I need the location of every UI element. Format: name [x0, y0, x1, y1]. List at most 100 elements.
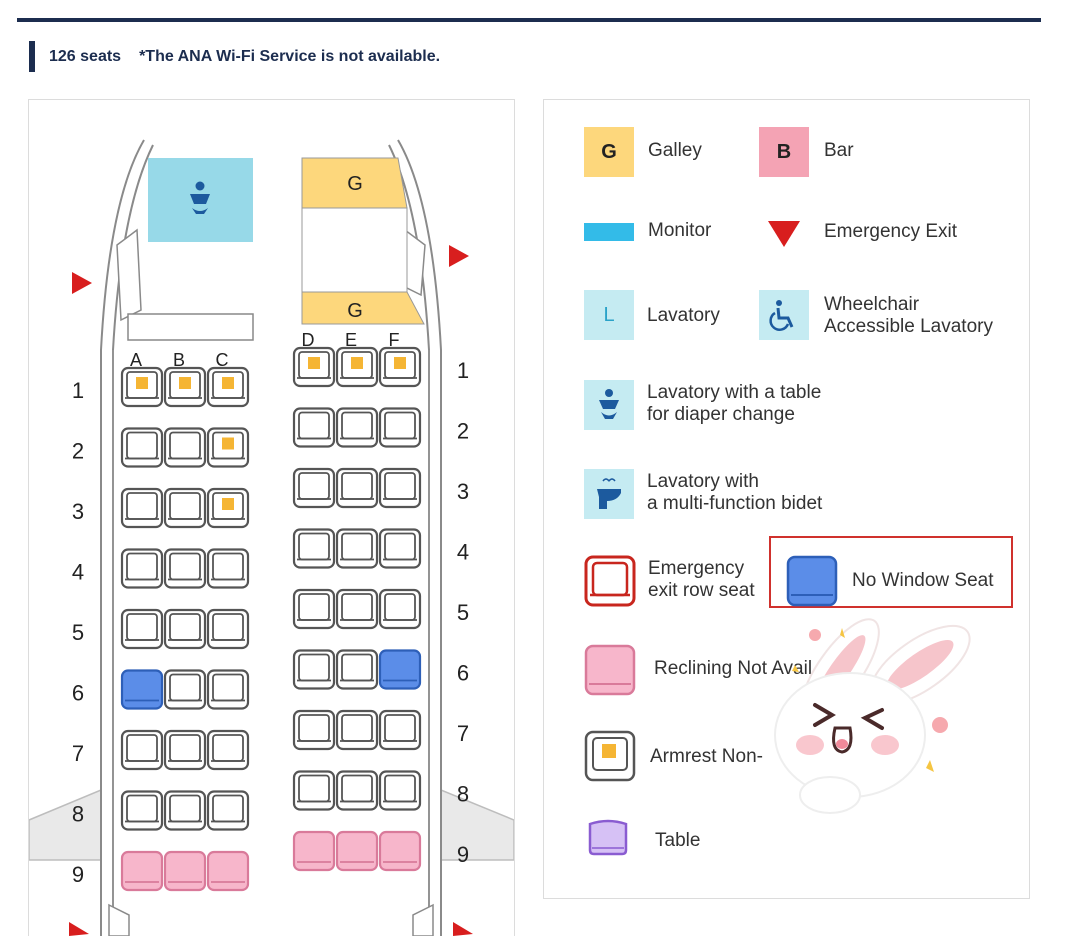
seat-5b[interactable] — [163, 608, 207, 650]
lavatory-swatch: L — [584, 290, 634, 340]
seat-2b[interactable] — [163, 427, 207, 468]
seat-6a[interactable] — [120, 669, 164, 710]
seat-5f[interactable] — [378, 588, 422, 630]
row-number-left-8: 8 — [72, 802, 84, 827]
column-letter-e: E — [345, 330, 357, 350]
info-accent-bar — [29, 41, 35, 72]
seat-9a[interactable] — [120, 850, 164, 892]
seat-8b[interactable] — [163, 790, 207, 831]
seat-9f[interactable] — [378, 830, 422, 872]
seat-6f[interactable] — [378, 649, 422, 690]
bidet-label: Lavatory with a multi-function bidet — [647, 471, 822, 515]
seat-9d[interactable] — [292, 830, 336, 872]
seat-4d[interactable] — [292, 528, 336, 569]
seat-3f[interactable] — [378, 467, 422, 509]
seat-8d[interactable] — [292, 770, 336, 811]
row-number-right-3: 3 — [457, 479, 469, 504]
seat-7f[interactable] — [378, 709, 422, 751]
top-divider — [17, 18, 1041, 22]
seat-3e[interactable] — [335, 467, 379, 509]
left-wing — [29, 788, 102, 861]
seat-9c[interactable] — [206, 850, 250, 892]
seat-8c[interactable] — [206, 790, 250, 831]
rear-galley — [301, 291, 425, 325]
row-number-left-6: 6 — [72, 681, 84, 706]
seat-1d[interactable] — [292, 346, 336, 388]
seat-9b[interactable] — [163, 850, 207, 892]
row-number-right-2: 2 — [457, 419, 469, 444]
diaper-label: Lavatory with a table for diaper change — [647, 382, 821, 426]
seat-5c[interactable] — [206, 608, 250, 650]
seat-3a[interactable] — [120, 487, 164, 529]
row-number-left-1: 1 — [72, 378, 84, 403]
seat-2d[interactable] — [292, 407, 336, 448]
seat-4f[interactable] — [378, 528, 422, 569]
info-bar: 126 seats *The ANA Wi-Fi Service is not … — [29, 41, 440, 72]
row-number-left-3: 3 — [72, 499, 84, 524]
galley-storage — [301, 207, 408, 293]
reclining-label: Reclining Not Avail — [654, 658, 813, 679]
row-number-right-4: 4 — [457, 540, 469, 565]
rear-galley-label: G — [347, 300, 363, 322]
seat-2f[interactable] — [378, 407, 422, 448]
column-letter-a: A — [130, 350, 142, 370]
seat-5a[interactable] — [120, 608, 164, 650]
seat-4b[interactable] — [163, 548, 207, 589]
diaper-swatch — [584, 380, 634, 430]
seat-8e[interactable] — [335, 770, 379, 811]
seat-3c[interactable] — [206, 487, 250, 529]
reclining-seat-icon — [584, 644, 636, 696]
seat-3b[interactable] — [163, 487, 207, 529]
seat-1b[interactable] — [163, 366, 207, 408]
seat-1a[interactable] — [120, 366, 164, 408]
seat-7c[interactable] — [206, 729, 250, 771]
seat-7a[interactable] — [120, 729, 164, 771]
seat-7b[interactable] — [163, 729, 207, 771]
monitor-icon — [584, 223, 634, 241]
seat-2c[interactable] — [206, 427, 250, 468]
row-number-left-7: 7 — [72, 741, 84, 766]
seat-6d[interactable] — [292, 649, 336, 690]
seat-5e[interactable] — [335, 588, 379, 630]
exit-row-label-line1: Emergency — [648, 558, 745, 579]
seat-7e[interactable] — [335, 709, 379, 751]
seat-9e[interactable] — [335, 830, 379, 872]
fuselage-left-inner — [112, 144, 154, 936]
row-number-right-9: 9 — [457, 842, 469, 867]
seat-1e[interactable] — [335, 346, 379, 388]
exit-row-seat-icon — [584, 555, 636, 607]
seat-1c[interactable] — [206, 366, 250, 408]
bar-swatch: B — [759, 127, 809, 177]
seat-3d[interactable] — [292, 467, 336, 509]
seat-6b[interactable] — [163, 669, 207, 710]
seat-8f[interactable] — [378, 770, 422, 811]
row-number-left-2: 2 — [72, 439, 84, 464]
monitor-label: Monitor — [648, 220, 712, 241]
diaper-icon — [190, 181, 210, 214]
seat-6c[interactable] — [206, 669, 250, 710]
seat-8a[interactable] — [120, 790, 164, 831]
seat-grid — [120, 346, 422, 892]
seat-1f[interactable] — [378, 346, 422, 388]
closet — [127, 313, 254, 341]
emergency-exit-front-left — [72, 272, 92, 294]
wheelchair-swatch — [759, 290, 809, 340]
seat-4c[interactable] — [206, 548, 250, 589]
row-number-left-9: 9 — [72, 862, 84, 887]
wheelchair-label-line1: Wheelchair — [824, 294, 920, 315]
seat-4a[interactable] — [120, 548, 164, 589]
row-number-right-1: 1 — [457, 358, 469, 383]
row-number-left-4: 4 — [72, 560, 84, 585]
seat-4e[interactable] — [335, 528, 379, 569]
seat-6e[interactable] — [335, 649, 379, 690]
bidet-label-line1: Lavatory with — [647, 471, 759, 492]
seat-5d[interactable] — [292, 588, 336, 630]
seat-2e[interactable] — [335, 407, 379, 448]
galley-swatch: G — [584, 127, 634, 177]
seat-7d[interactable] — [292, 709, 336, 751]
left-rear-door — [108, 903, 130, 936]
seat-2a[interactable] — [120, 427, 164, 468]
no-window-highlight — [769, 536, 1013, 608]
